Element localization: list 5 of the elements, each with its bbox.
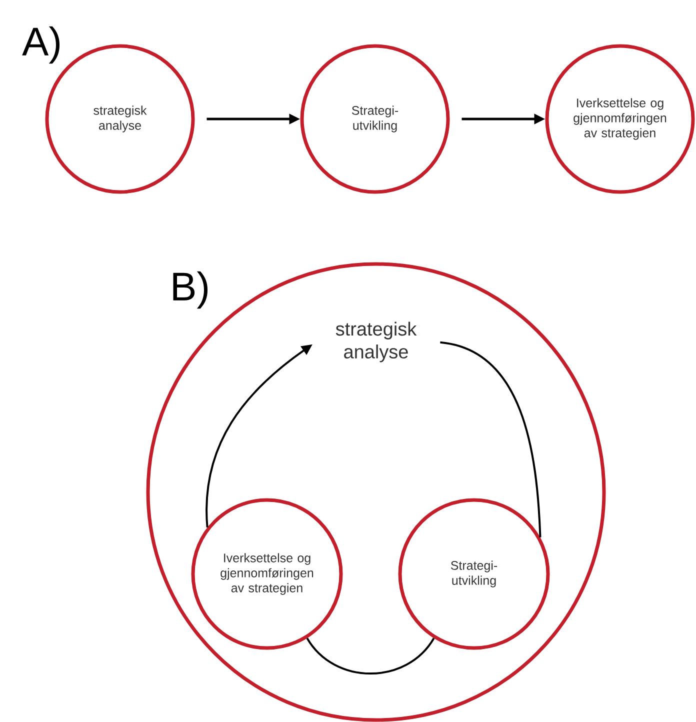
cycle-line	[306, 638, 435, 674]
cycle-line	[440, 341, 542, 538]
panel-label: B)	[173, 271, 208, 309]
outer-circle	[146, 262, 606, 722]
stage-text: strategisk analyse	[336, 322, 417, 362]
